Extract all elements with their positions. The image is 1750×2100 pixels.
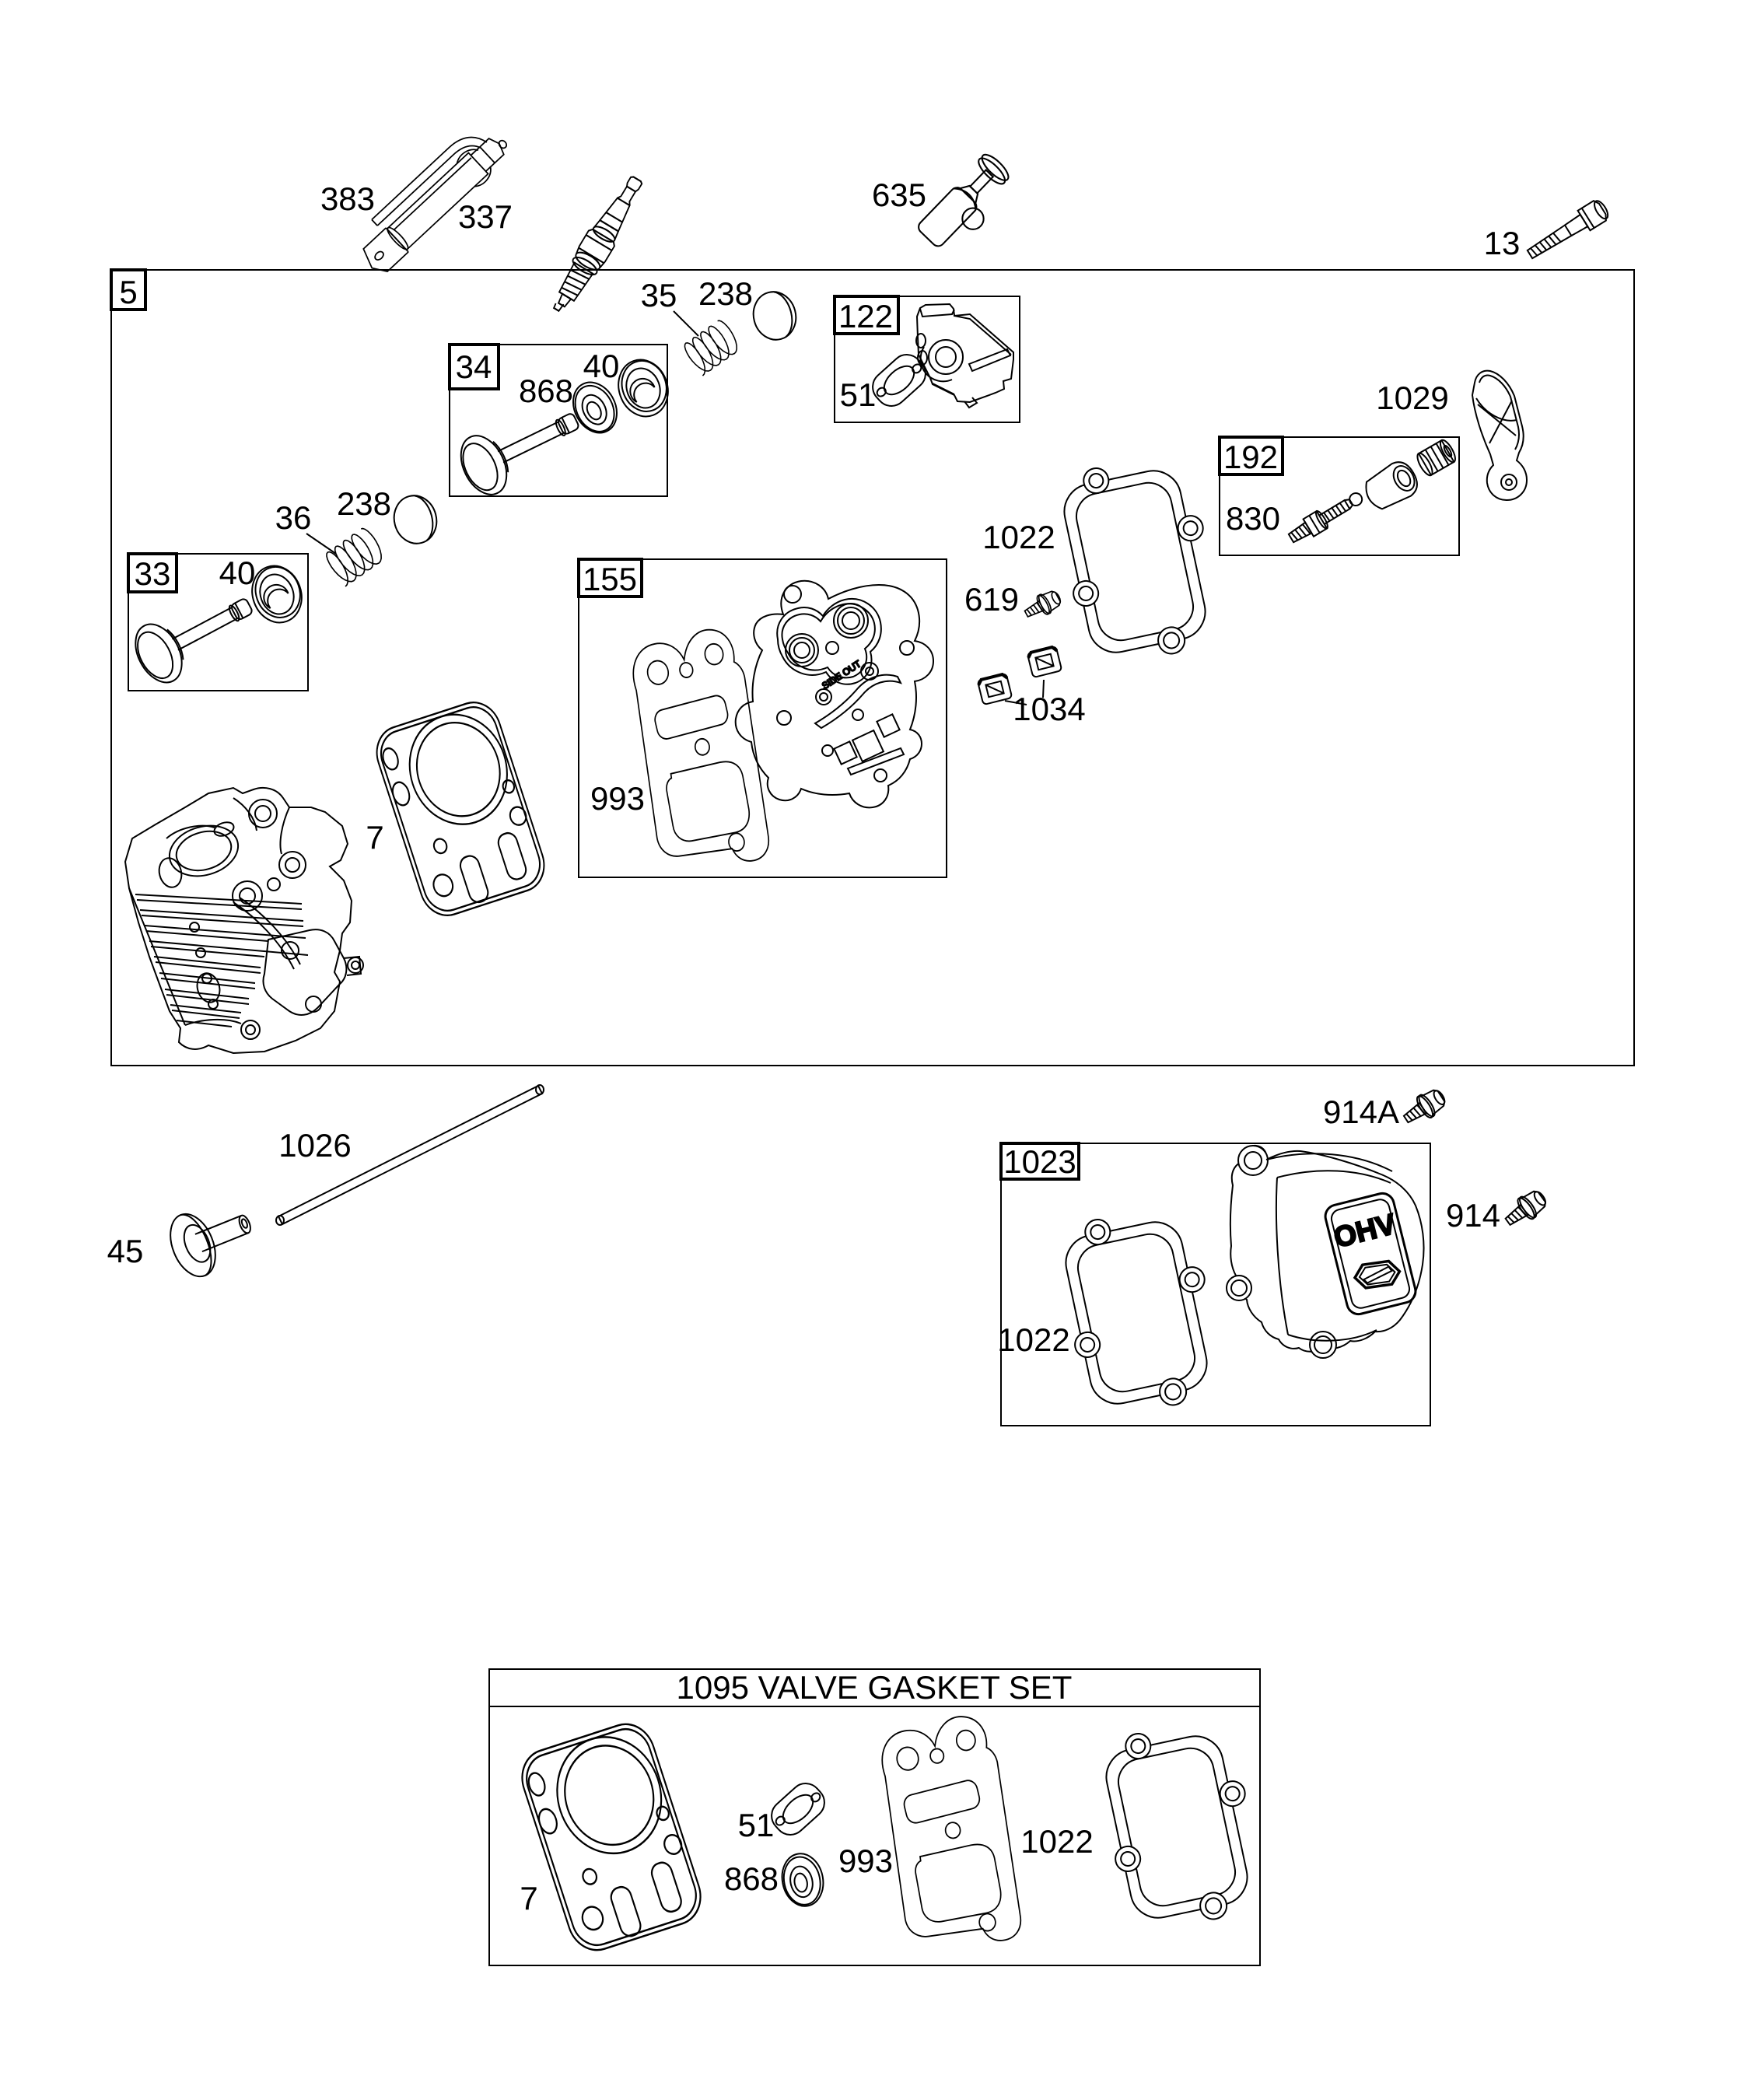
- svg-text:13: 13: [1484, 225, 1521, 261]
- svg-text:33: 33: [135, 555, 171, 592]
- svg-text:122: 122: [838, 298, 893, 334]
- svg-text:993: 993: [590, 780, 645, 817]
- svg-text:45: 45: [107, 1233, 144, 1269]
- svg-text:1095 VALVE GASKET SET: 1095 VALVE GASKET SET: [677, 1669, 1073, 1706]
- svg-text:51: 51: [840, 376, 877, 413]
- svg-text:155: 155: [583, 561, 637, 597]
- svg-text:192: 192: [1223, 439, 1278, 475]
- svg-text:993: 993: [838, 1843, 893, 1879]
- svg-text:383: 383: [320, 180, 375, 217]
- svg-text:7: 7: [520, 1880, 537, 1916]
- svg-text:868: 868: [724, 1860, 779, 1897]
- svg-text:238: 238: [337, 485, 391, 522]
- svg-text:40: 40: [219, 555, 256, 591]
- svg-text:1023: 1023: [1003, 1143, 1076, 1180]
- svg-text:1026: 1026: [278, 1127, 351, 1164]
- svg-text:36: 36: [275, 499, 312, 536]
- svg-text:914: 914: [1446, 1197, 1500, 1234]
- svg-text:1022: 1022: [997, 1321, 1069, 1358]
- svg-text:868: 868: [519, 373, 573, 409]
- svg-text:238: 238: [698, 275, 753, 312]
- svg-text:914A: 914A: [1323, 1094, 1399, 1130]
- svg-text:337: 337: [458, 198, 513, 235]
- svg-text:51: 51: [738, 1807, 775, 1843]
- svg-text:635: 635: [872, 177, 926, 213]
- svg-text:7: 7: [366, 819, 383, 856]
- svg-text:35: 35: [641, 277, 677, 313]
- svg-text:1022: 1022: [1020, 1823, 1093, 1860]
- svg-text:1022: 1022: [982, 519, 1055, 555]
- svg-text:619: 619: [964, 581, 1019, 618]
- svg-text:1034: 1034: [1013, 691, 1085, 727]
- svg-text:40: 40: [583, 348, 620, 384]
- svg-text:830: 830: [1226, 500, 1280, 537]
- svg-text:1029: 1029: [1376, 380, 1448, 416]
- svg-text:34: 34: [456, 348, 492, 385]
- svg-text:5: 5: [119, 274, 137, 310]
